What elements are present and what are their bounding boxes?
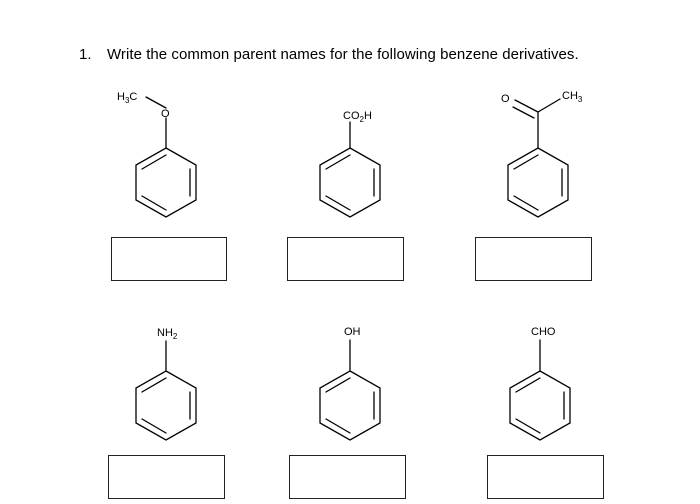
benzaldehyde-structure: CHO xyxy=(509,326,571,441)
question-text: 1. Write the common parent names for the … xyxy=(79,46,579,63)
anisole-oxygen-label: O xyxy=(161,108,170,120)
acetophenone-methyl-label: CH3 xyxy=(562,90,583,104)
answer-input-benzaldehyde[interactable] xyxy=(487,455,604,499)
acetophenone-structure: O CH3 xyxy=(501,90,583,218)
aniline-structure: NH2 xyxy=(135,327,197,441)
anisole-methyl-label: H3C xyxy=(117,91,137,105)
aniline-amine-label: NH2 xyxy=(157,327,178,341)
question-prompt: Write the common parent names for the fo… xyxy=(107,46,579,63)
answer-input-aniline[interactable] xyxy=(108,455,225,499)
benzoic-acid-structure: CO2H xyxy=(319,110,381,218)
acetophenone-oxygen-label: O xyxy=(501,93,510,105)
answer-input-acetophenone[interactable] xyxy=(475,237,592,281)
anisole-structure: O H3C xyxy=(117,91,197,218)
question-number: 1. xyxy=(79,46,92,63)
phenol-hydroxyl-label: OH xyxy=(344,326,361,338)
answer-input-anisole[interactable] xyxy=(111,237,227,281)
answer-input-phenol[interactable] xyxy=(289,455,406,499)
phenol-structure: OH xyxy=(319,326,381,441)
benzaldehyde-aldehyde-label: CHO xyxy=(531,326,556,338)
benzoic-acid-carboxyl-label: CO2H xyxy=(343,110,372,124)
answer-input-benzoic-acid[interactable] xyxy=(287,237,404,281)
